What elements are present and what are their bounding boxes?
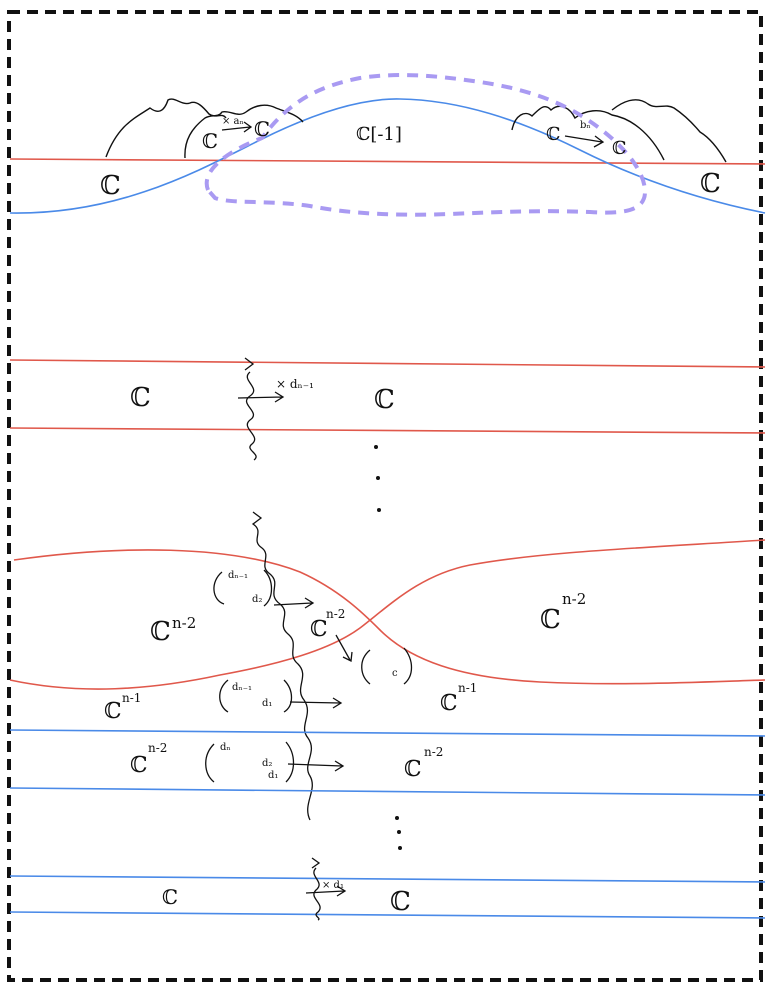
label-b-n: bₙ bbox=[580, 120, 591, 131]
red-line-band-bottom bbox=[9, 427, 766, 434]
ellipsis-dot-2 bbox=[376, 476, 380, 480]
squiggle-d-n1 bbox=[244, 357, 257, 461]
dashed-frame bbox=[7, 10, 763, 982]
label-d-n-matrix4: dₙ bbox=[220, 742, 231, 753]
arrow-crossing-2 bbox=[335, 634, 353, 662]
label-c-cross-right: ℂ bbox=[540, 605, 561, 635]
mountain-scribble-right bbox=[511, 105, 665, 161]
red-line-top bbox=[9, 158, 766, 165]
arrow-d-n1 bbox=[237, 391, 285, 403]
label-c-n1-right: ℂ bbox=[440, 691, 458, 716]
matrix-bracket-4-left bbox=[205, 743, 215, 783]
label-c-n1-left: ℂ bbox=[104, 699, 122, 724]
label-d-1-matrix4: d₁ bbox=[268, 770, 278, 781]
ellipsis-dot-4 bbox=[395, 816, 399, 820]
label-c-cross-mid-exp: n-2 bbox=[326, 607, 345, 621]
label-c-band2-left: ℂ bbox=[130, 383, 151, 413]
matrix-bracket-3-right bbox=[283, 679, 293, 713]
arrow-a-n bbox=[221, 121, 253, 133]
blue-line-3 bbox=[9, 875, 766, 883]
label-d-n-1-matrix1: dₙ₋₁ bbox=[228, 570, 248, 581]
arrow-band-2 bbox=[287, 760, 345, 772]
ellipsis-dot-1 bbox=[374, 445, 378, 449]
dashed-lasso bbox=[204, 73, 648, 217]
red-line-band-top bbox=[9, 359, 766, 368]
matrix-bracket-2-right bbox=[403, 647, 413, 685]
arrow-b-n bbox=[564, 135, 605, 148]
blue-line-2 bbox=[9, 787, 766, 796]
label-c-n2-right-exp: n-2 bbox=[424, 745, 443, 759]
label-c-hump-right-1: ℂ bbox=[546, 124, 560, 145]
matrix-bracket-4-right bbox=[285, 741, 295, 783]
label-a-n: × aₙ bbox=[222, 116, 244, 127]
red-crossing-curve-lower bbox=[9, 539, 766, 690]
label-c-top-left: ℂ bbox=[100, 171, 121, 201]
squiggle-d-1 bbox=[311, 857, 321, 921]
matrix-bracket-1-right bbox=[263, 569, 273, 607]
label-d-1-matrix3: d₁ bbox=[262, 698, 272, 709]
mountain-scribble-left-inner bbox=[184, 104, 304, 159]
ellipsis-dot-5 bbox=[397, 830, 401, 834]
label-c-n1-right-exp: n-1 bbox=[458, 681, 477, 695]
label-d-1: × d₁ bbox=[322, 880, 344, 891]
blue-line-4 bbox=[9, 911, 766, 919]
mountain-scribble-right-outer bbox=[611, 99, 727, 163]
ellipsis-dot-3 bbox=[377, 508, 381, 512]
blue-line-1 bbox=[9, 729, 766, 737]
label-c-bottom-left: ℂ bbox=[162, 885, 178, 909]
label-c-bottom-right: ℂ bbox=[390, 887, 411, 917]
label-d-2-matrix1: d₂ bbox=[252, 594, 262, 605]
matrix-bracket-3-left bbox=[219, 679, 229, 713]
label-c-cross-left-exp: n-2 bbox=[172, 614, 196, 632]
label-c-hump-left: ℂ bbox=[202, 129, 218, 153]
label-c-n2-left-exp: n-2 bbox=[148, 741, 167, 755]
squiggle-long bbox=[251, 511, 313, 821]
label-c-hump-right-2: ℂ bbox=[612, 138, 626, 159]
blue-hump-curve bbox=[9, 98, 766, 214]
red-crossing-curve-upper bbox=[13, 549, 766, 685]
label-c-band2-right: ℂ bbox=[374, 385, 395, 415]
label-c-matrix2: c bbox=[392, 668, 398, 679]
matrix-bracket-2-left bbox=[361, 649, 371, 685]
label-c-cross-mid: ℂ bbox=[310, 617, 328, 642]
label-c-top-right: ℂ bbox=[700, 169, 721, 199]
label-c-n1-left-exp: n-1 bbox=[122, 691, 141, 705]
matrix-bracket-1-left bbox=[213, 571, 225, 605]
arrow-d-1 bbox=[305, 885, 347, 897]
label-c-n2-left: ℂ bbox=[130, 753, 148, 778]
arrow-crossing-1 bbox=[273, 597, 315, 609]
label-c-cross-left: ℂ bbox=[150, 617, 171, 647]
label-d-n-1-matrix3: dₙ₋₁ bbox=[232, 682, 252, 693]
label-d-n1: × dₙ₋₁ bbox=[276, 377, 314, 391]
label-c-cross-right-exp: n-2 bbox=[562, 590, 586, 608]
label-c-hump-mid: ℂ bbox=[254, 117, 270, 141]
label-c-n2-right: ℂ bbox=[404, 757, 422, 782]
arrow-band-1 bbox=[289, 697, 343, 709]
ellipsis-dot-6 bbox=[398, 846, 402, 850]
label-c-minus-1: ℂ[-1] bbox=[356, 124, 402, 145]
mountain-scribble-left bbox=[105, 98, 227, 158]
label-d-2-matrix4: d₂ bbox=[262, 758, 272, 769]
